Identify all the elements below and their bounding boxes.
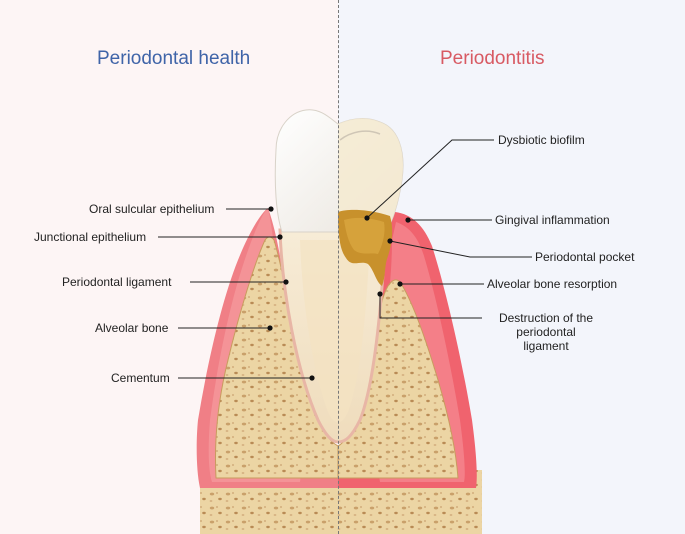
label-junctional-epithelium: Junctional epithelium	[34, 230, 147, 244]
biofilm-deposit	[338, 209, 393, 286]
leader-dots-left	[267, 206, 315, 381]
destruction-line-1: Destruction of the	[498, 311, 594, 325]
label-oral-sulcular-epithelium: Oral sulcular epithelium	[89, 202, 215, 216]
tooth-crown	[274, 109, 404, 233]
center-divider	[338, 0, 339, 534]
label-cementum: Cementum	[111, 371, 170, 385]
leader-lines-left	[158, 208, 312, 379]
periodontitis-heading: Periodontitis	[440, 48, 545, 69]
label-gingival-inflammation: Gingival inflammation	[495, 213, 610, 227]
label-dysbiotic-biofilm: Dysbiotic biofilm	[498, 133, 585, 147]
health-heading: Periodontal health	[97, 48, 251, 69]
label-alveolar-bone: Alveolar bone	[95, 321, 169, 335]
label-periodontal-pocket: Periodontal pocket	[535, 250, 635, 264]
destruction-line-3: ligament	[523, 339, 569, 353]
label-destruction-periodontal-ligament: Destruction of the periodontal ligament	[484, 311, 608, 353]
tooth-root	[278, 228, 388, 444]
destruction-line-2: periodontal	[516, 325, 576, 339]
leader-dots-right	[364, 215, 411, 297]
leader-lines-right	[366, 139, 532, 319]
label-alveolar-bone-resorption: Alveolar bone resorption	[487, 277, 618, 291]
label-periodontal-ligament: Periodontal ligament	[62, 275, 172, 289]
